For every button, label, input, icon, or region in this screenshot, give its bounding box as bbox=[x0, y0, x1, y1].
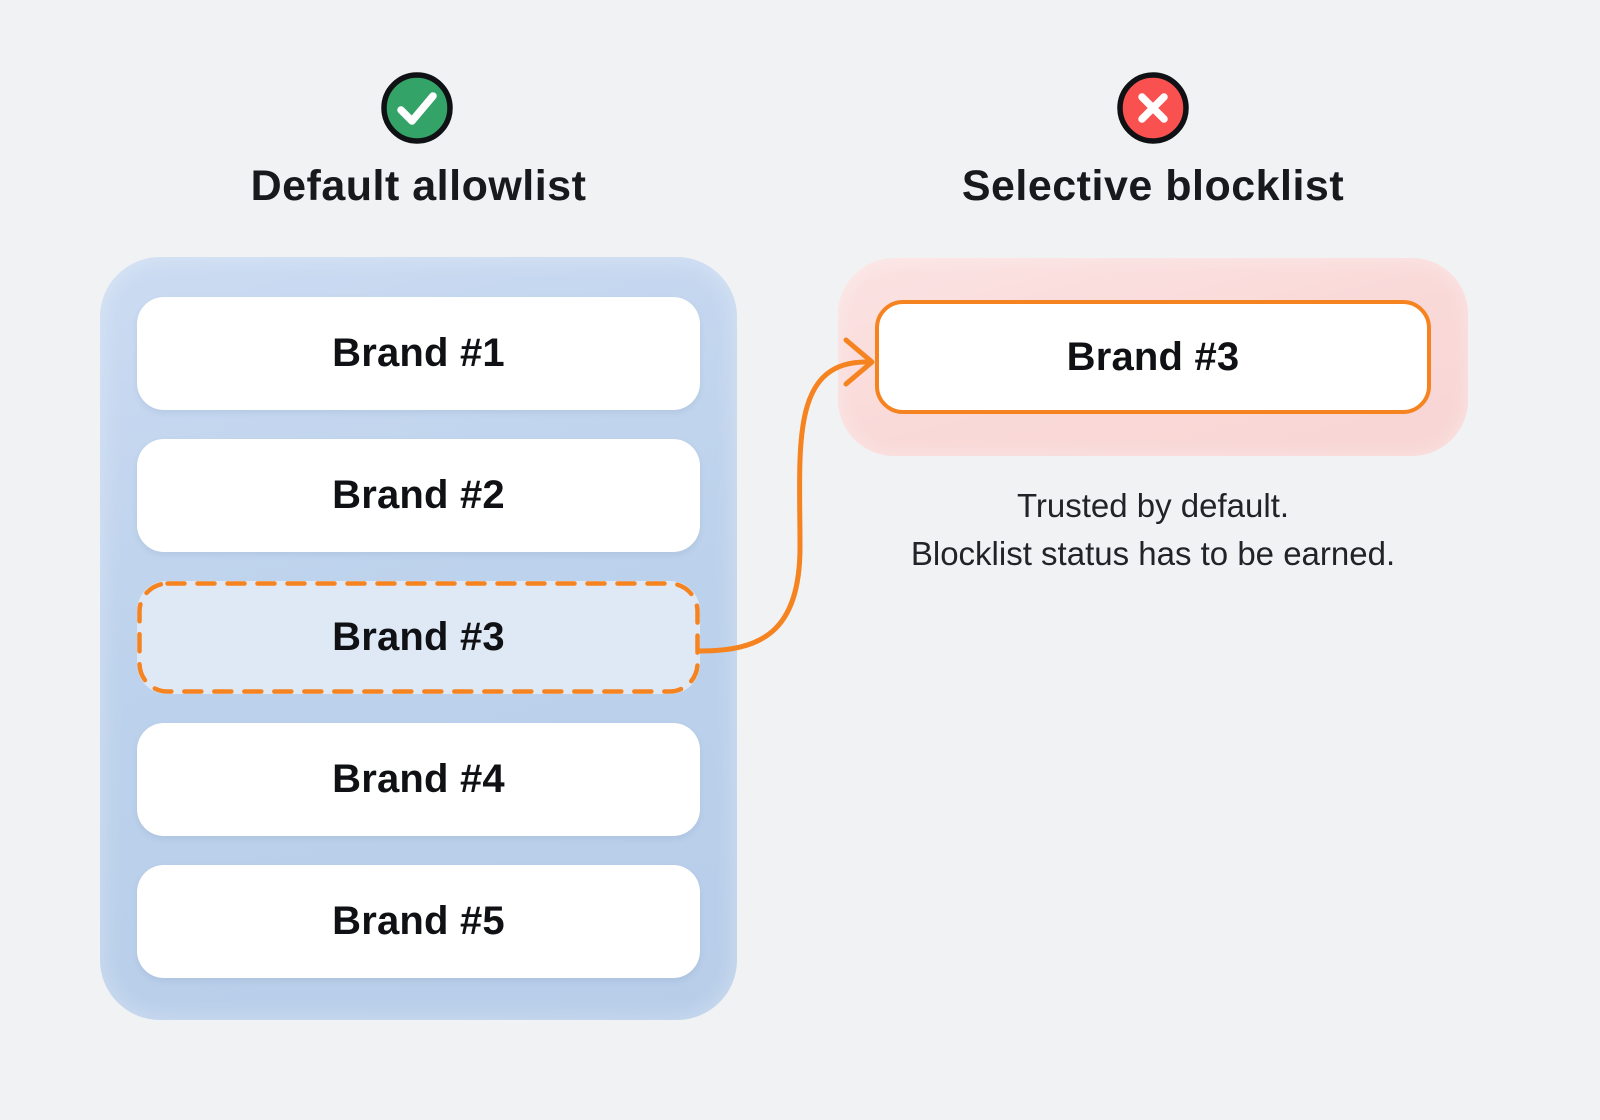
brand-card: Brand #4 bbox=[137, 723, 700, 836]
brand-label: Brand #3 bbox=[332, 615, 505, 659]
dashed-highlight-border bbox=[137, 581, 700, 694]
check-circle-icon bbox=[381, 72, 453, 144]
caption-line-1: Trusted by default. bbox=[1016, 487, 1290, 524]
blocklist-caption: Trusted by default. Blocklist status has… bbox=[788, 482, 1518, 578]
blocklist-container: Brand #3 bbox=[838, 258, 1468, 456]
brand-label: Brand #5 bbox=[332, 899, 505, 943]
brand-card-highlighted: Brand #3 bbox=[137, 581, 700, 694]
brand-label: Brand #1 bbox=[332, 331, 505, 375]
brand-card: Brand #1 bbox=[137, 297, 700, 410]
brand-label: Brand #4 bbox=[332, 757, 505, 801]
arrowhead bbox=[843, 337, 875, 387]
blocklist-title: Selective blocklist bbox=[961, 162, 1345, 210]
brand-label: Brand #3 bbox=[1066, 334, 1240, 379]
blocked-brand-card: Brand #3 bbox=[875, 300, 1431, 414]
brand-card: Brand #5 bbox=[137, 865, 700, 978]
cross-circle-icon bbox=[1117, 72, 1189, 144]
allowlist-title: Default allowlist bbox=[250, 162, 587, 210]
connector-arrow bbox=[697, 337, 875, 654]
brand-card: Brand #2 bbox=[137, 439, 700, 552]
brand-label: Brand #2 bbox=[332, 473, 505, 517]
allowlist-container: Brand #1 Brand #2 Brand #3 Brand #4 Bran… bbox=[100, 257, 737, 1020]
caption-line-2: Blocklist status has to be earned. bbox=[910, 535, 1396, 572]
